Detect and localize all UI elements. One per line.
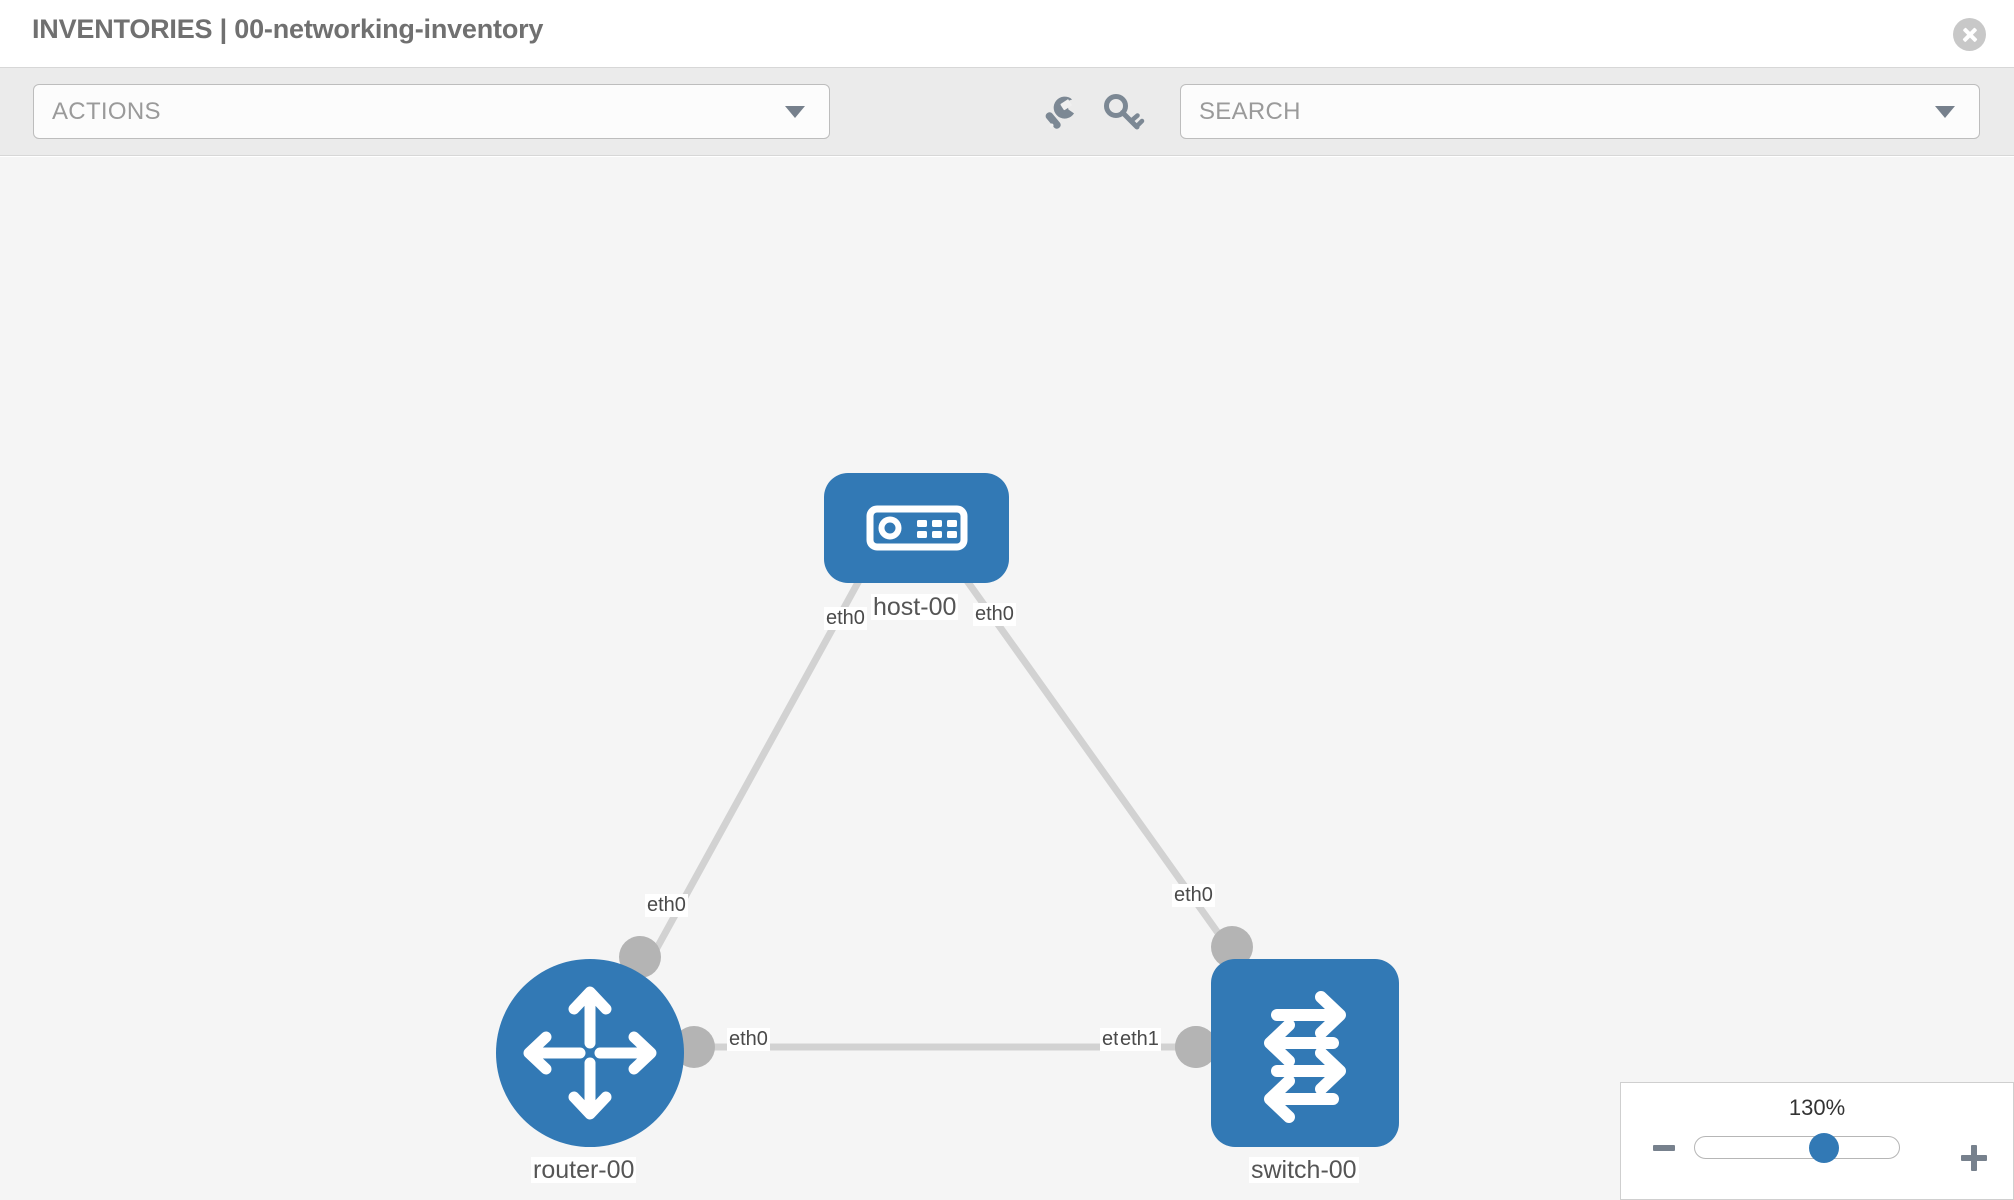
chevron-down-icon <box>785 105 805 118</box>
interface-dot[interactable] <box>1175 1026 1217 1068</box>
topology-canvas[interactable]: host-00 router-00 switch-00 eth0 eth0 eth0 et… <box>0 157 2014 1200</box>
interface-label: eth0 <box>973 603 1016 626</box>
interface-label: eth0 <box>645 894 688 917</box>
interface-label: eth0 <box>824 607 867 630</box>
zoom-slider-thumb[interactable] <box>1808 1132 1839 1163</box>
minus-icon[interactable] <box>1653 1145 1675 1151</box>
zoom-level-label: 130% <box>1788 1095 1846 1120</box>
toolbar: ACTIONS SEARC <box>0 68 2014 156</box>
actions-dropdown[interactable]: ACTIONS <box>33 84 830 139</box>
interface-label: eth0 <box>727 1028 770 1051</box>
zoom-control-panel: 130% <box>1620 1082 2014 1200</box>
actions-dropdown-label: ACTIONS <box>52 97 161 125</box>
four-arrows-router-icon[interactable] <box>496 959 684 1147</box>
search-placeholder: SEARCH <box>1199 97 1301 125</box>
plus-icon[interactable] <box>1961 1145 1987 1171</box>
node-label: switch-00 <box>1249 1156 1359 1184</box>
topology-links <box>648 553 1232 1051</box>
close-icon[interactable] <box>1953 18 1986 51</box>
node-label: router-00 <box>531 1156 637 1184</box>
interface-label: eth1 <box>1118 1028 1161 1051</box>
zoom-slider[interactable] <box>1694 1132 1900 1163</box>
node-label: host-00 <box>871 593 959 621</box>
search-input[interactable]: SEARCH <box>1180 84 1980 139</box>
key-icon[interactable] <box>1102 90 1146 134</box>
bidirectional-arrows-switch-icon[interactable] <box>1211 959 1399 1147</box>
wrench-icon[interactable] <box>1040 90 1084 134</box>
page-header: INVENTORIES | 00-networking-inventory <box>0 0 2014 68</box>
chevron-down-icon[interactable] <box>1935 105 1955 118</box>
toolbar-icons <box>1040 84 1180 139</box>
interface-label: eth0 <box>1172 884 1215 907</box>
server-appliance-icon[interactable] <box>824 473 1009 583</box>
page-title: INVENTORIES | 00-networking-inventory <box>32 14 544 44</box>
